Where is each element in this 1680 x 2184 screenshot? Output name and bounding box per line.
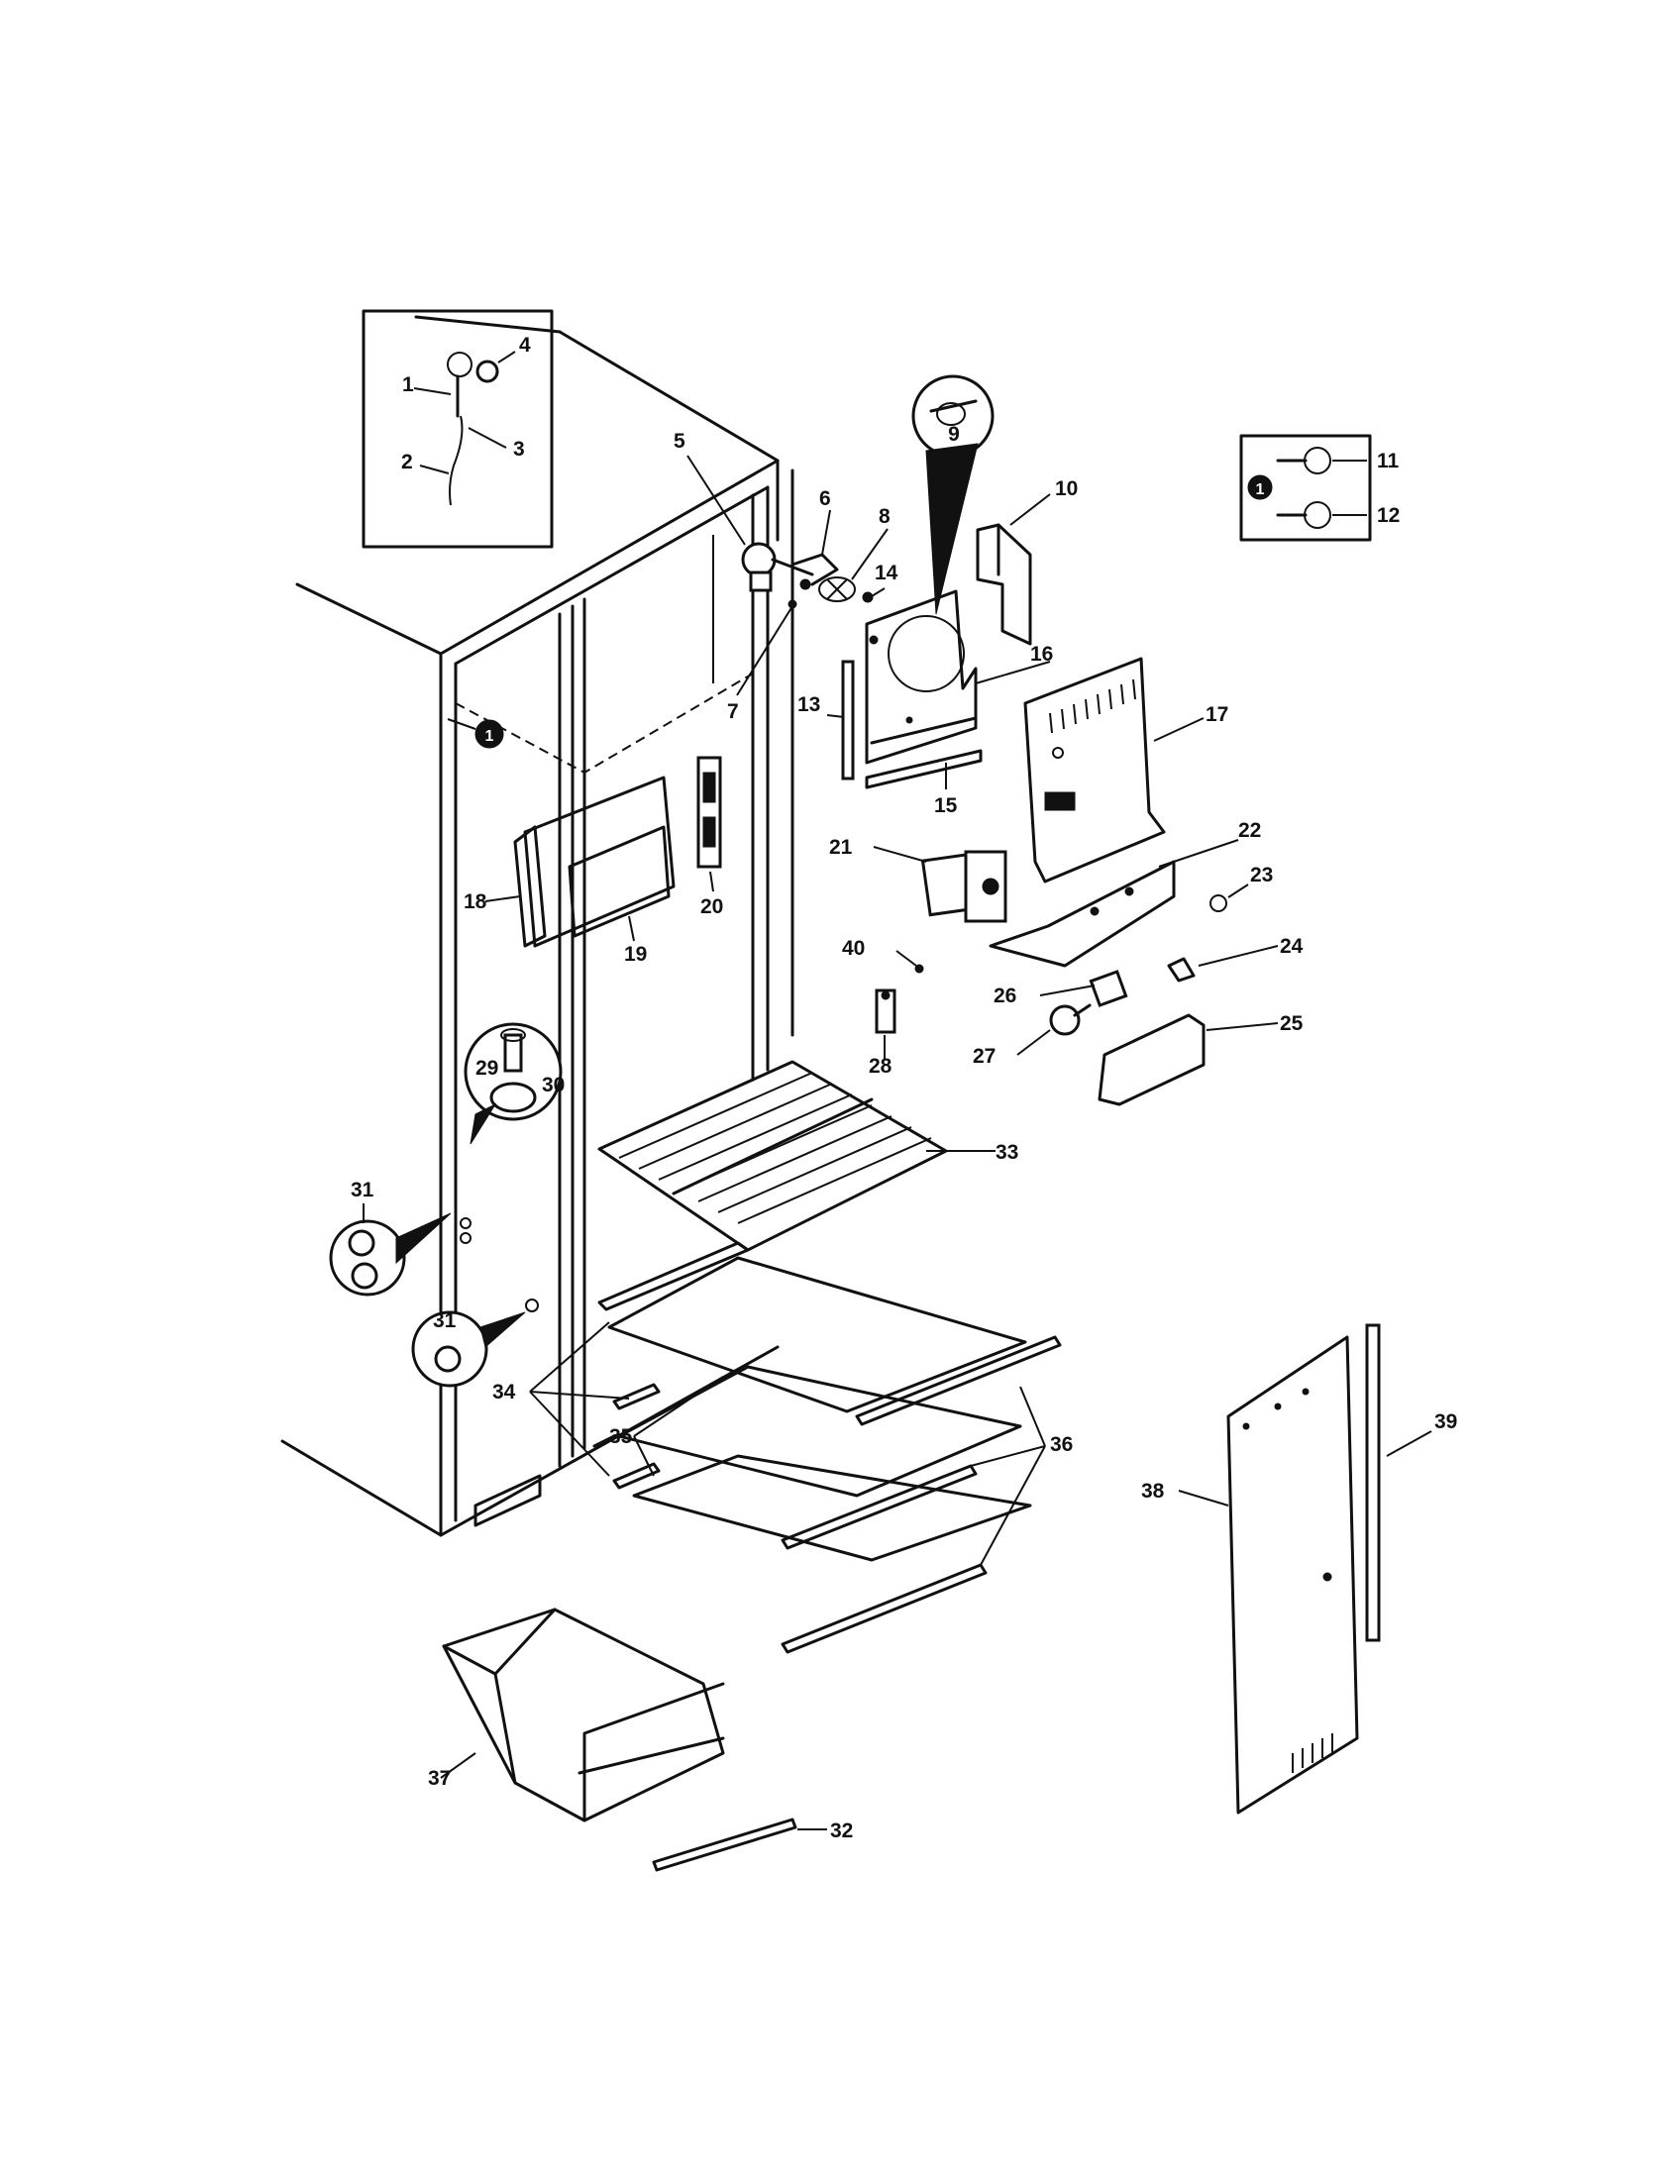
callout-9: 9 (948, 423, 960, 446)
callout-28: 28 (869, 1055, 892, 1078)
callout-18: 18 (464, 890, 487, 913)
callout-10: 10 (1055, 477, 1078, 500)
shelf-wires (618, 1072, 932, 1224)
callout-1: 1 (402, 373, 414, 396)
door-panel (1178, 1335, 1359, 1815)
wire-shelf (597, 1060, 996, 1252)
callout-26: 26 (994, 985, 1016, 1007)
fan-motor-assembly (686, 455, 889, 696)
fan-blade-detail (911, 374, 995, 615)
plug-detail-lower (411, 1310, 526, 1388)
callout-2: 2 (401, 451, 413, 473)
callout-37: 37 (428, 1767, 451, 1790)
callout-15: 15 (934, 794, 958, 817)
marker-label: 1 (485, 728, 494, 745)
callout-25: 25 (1280, 1012, 1304, 1035)
callout-23: 23 (1250, 864, 1273, 886)
callout-11: 11 (1377, 450, 1400, 472)
callout-5: 5 (674, 430, 685, 453)
callout-33: 33 (996, 1141, 1018, 1164)
callout-24: 24 (1280, 935, 1304, 958)
callout-20: 20 (700, 895, 723, 918)
gasket-strip-13 (826, 660, 855, 780)
crisper-cover-18-19 (484, 776, 676, 948)
lamp-shield (1098, 1013, 1279, 1106)
callout-34: 34 (492, 1381, 516, 1404)
plug-detail-upper (329, 1203, 452, 1297)
callout-14: 14 (875, 562, 898, 584)
callout-7: 7 (727, 700, 739, 723)
callout-35: 35 (609, 1425, 633, 1448)
callout-31-upper: 31 (351, 1179, 374, 1201)
thermostat-control (873, 846, 1007, 923)
callout-16: 16 (1030, 643, 1053, 666)
callout-38: 38 (1141, 1480, 1165, 1503)
callout-13: 13 (797, 693, 820, 716)
trim-strip-15 (865, 749, 983, 789)
lamp-socket-and-bulb (1016, 970, 1128, 1056)
inset-thermostat-detail (362, 309, 554, 549)
callout-6: 6 (819, 487, 831, 510)
callout-30: 30 (542, 1074, 565, 1096)
door-vent-grille (1292, 1733, 1333, 1773)
rail-20 (696, 756, 722, 892)
callout-29: 29 (475, 1057, 498, 1080)
reference-marker-cabinet: 1 (447, 718, 504, 749)
door-gasket (1365, 1323, 1432, 1642)
callout-4: 4 (519, 334, 531, 357)
air-diffuser-bracket (976, 493, 1051, 646)
control-bracket (989, 839, 1239, 968)
clip-24 (1167, 945, 1279, 983)
callout-3: 3 (513, 438, 525, 461)
glass-shelves (529, 1241, 1062, 1654)
screw-23 (1209, 884, 1249, 912)
callout-21: 21 (829, 836, 853, 859)
callout-19: 19 (624, 943, 647, 966)
evaporator-cover (1023, 657, 1205, 884)
callout-32: 32 (830, 1820, 853, 1842)
callout-39: 39 (1434, 1410, 1457, 1433)
callout-17: 17 (1206, 703, 1228, 726)
evaporator-grille (1049, 678, 1136, 734)
callout-8: 8 (879, 505, 891, 528)
callout-labels: 1 2 3 4 5 6 7 8 9 10 11 12 13 14 15 16 1… (351, 334, 1457, 1842)
callout-40: 40 (842, 937, 865, 960)
callout-22: 22 (1238, 819, 1261, 842)
callout-12: 12 (1377, 504, 1400, 527)
callout-31-lower: 31 (433, 1309, 457, 1332)
crisper-drawer (440, 1608, 725, 1822)
callout-36: 36 (1050, 1433, 1073, 1456)
leveling-leg-detail (464, 1022, 563, 1145)
marker-label: 1 (1256, 481, 1265, 498)
fan-shroud (865, 589, 1051, 765)
key-parts-box: 1 (1239, 434, 1372, 542)
switch-28 (875, 950, 924, 1060)
trim-strip-32 (652, 1818, 827, 1872)
callout-27: 27 (973, 1045, 996, 1068)
